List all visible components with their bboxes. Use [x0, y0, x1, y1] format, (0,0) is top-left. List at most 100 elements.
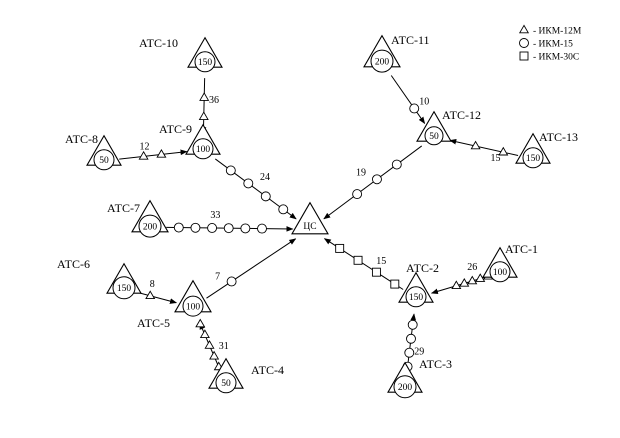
legend-label: - ИКМ-30С — [533, 53, 579, 63]
node-circle — [138, 214, 162, 238]
node-triangle — [291, 201, 329, 235]
legend-label: - ИКМ-12М — [533, 27, 582, 37]
node-circle — [393, 375, 417, 399]
circle-marker — [223, 223, 234, 234]
node-name: АТС-3 — [419, 357, 452, 371]
nodes-layer: ЦС100АТС-1150АТС-2200АТС-350АТС-4100АТС-… — [57, 33, 578, 399]
circle-marker — [407, 319, 418, 330]
triangle-marker — [470, 140, 481, 150]
node-circle — [489, 261, 511, 283]
link-line — [138, 292, 177, 304]
node-capacity: 200 — [375, 57, 390, 67]
node-name: АТС-11 — [391, 33, 430, 47]
legend-item: - ИКМ-12М — [518, 24, 582, 37]
node-cs: ЦС — [291, 201, 329, 235]
link-line — [323, 145, 423, 220]
link-count: 15 — [376, 256, 386, 267]
legend: - ИКМ-12М - ИКМ-15 - ИКМ-30С — [518, 24, 582, 63]
node-circle — [182, 295, 204, 317]
node-circle — [522, 147, 544, 169]
node-circle — [370, 49, 394, 73]
triangle-marker — [475, 273, 486, 282]
link-atc8-atc9: 12 — [119, 141, 188, 160]
node-name: АТС-12 — [442, 108, 481, 122]
node-circle — [194, 51, 216, 73]
node-name: АТС-10 — [139, 36, 178, 50]
triangle-marker — [195, 318, 206, 328]
circle-marker — [352, 189, 363, 200]
circle-legend-icon — [519, 38, 529, 48]
triangle-marker — [498, 146, 509, 156]
node-capacity: 150 — [198, 58, 213, 68]
square-legend-icon — [519, 51, 529, 61]
link-atc5-cs: 7 — [206, 238, 297, 299]
node-name: АТС-6 — [57, 257, 90, 271]
node-atc6: 150 АТС-6 — [57, 257, 142, 300]
link-atc7-cs: 33 — [166, 210, 294, 234]
link-line — [390, 75, 426, 124]
node-atc3: 200 АТС-3 — [387, 357, 452, 399]
link-atc11-atc12: 10 — [390, 75, 429, 124]
node-name: АТС-2 — [406, 261, 439, 275]
node-atc10: 150 АТС-10 — [139, 36, 223, 73]
link-line — [206, 238, 297, 299]
circle-marker — [173, 222, 184, 233]
node-circle — [112, 276, 136, 300]
link-count: 10 — [419, 96, 429, 107]
node-capacity: 200 — [143, 222, 158, 232]
link-count: 15 — [490, 153, 500, 164]
node-name: АТС-5 — [137, 316, 170, 330]
square-marker — [353, 255, 363, 265]
node-capacity: 150 — [409, 293, 424, 303]
center-label: ЦС — [303, 222, 316, 232]
square-marker — [335, 243, 345, 253]
link-atc2-cs: 15 — [323, 238, 404, 290]
circle-marker — [225, 165, 236, 176]
node-circle — [192, 138, 214, 160]
triangle-marker — [204, 340, 215, 349]
node-capacity: 50 — [429, 132, 439, 142]
node-atc2: 150 АТС-2 — [398, 261, 439, 308]
node-name: АТС-7 — [107, 201, 140, 215]
link-atc10-atc9: 36 — [198, 78, 219, 135]
triangle-legend-icon — [518, 24, 530, 34]
circle-marker — [404, 347, 415, 358]
link-count: 19 — [356, 167, 366, 178]
node-capacity: 200 — [398, 383, 413, 393]
square-marker — [371, 267, 381, 277]
triangle-marker — [199, 92, 210, 101]
link-atc13-atc12: 15 — [449, 138, 519, 164]
node-name: АТС-8 — [65, 132, 98, 146]
circle-marker — [243, 178, 254, 189]
link-atc12-cs: 19 — [323, 145, 423, 220]
triangle-marker — [467, 275, 478, 285]
node-name: АТС-4 — [251, 363, 284, 377]
triangle-marker — [209, 350, 220, 360]
legend-item: - ИКМ-15 — [519, 38, 573, 50]
node-circle — [215, 372, 237, 394]
triangle-marker — [156, 148, 167, 158]
node-name: АТС-9 — [159, 122, 192, 136]
link-line — [200, 78, 207, 135]
node-name: АТС-13 — [539, 130, 578, 144]
square-marker — [390, 279, 400, 289]
link-count: 24 — [260, 172, 270, 183]
node-capacity: 150 — [117, 284, 132, 294]
link-line — [119, 149, 188, 160]
legend-label: - ИКМ-15 — [533, 40, 573, 50]
circle-marker — [406, 333, 416, 344]
link-count: 31 — [219, 341, 229, 352]
link-count: 26 — [467, 262, 477, 273]
triangle-marker — [145, 290, 156, 300]
circle-marker — [226, 276, 237, 287]
link-line — [449, 138, 519, 156]
link-atc9-cs: 24 — [214, 158, 297, 220]
